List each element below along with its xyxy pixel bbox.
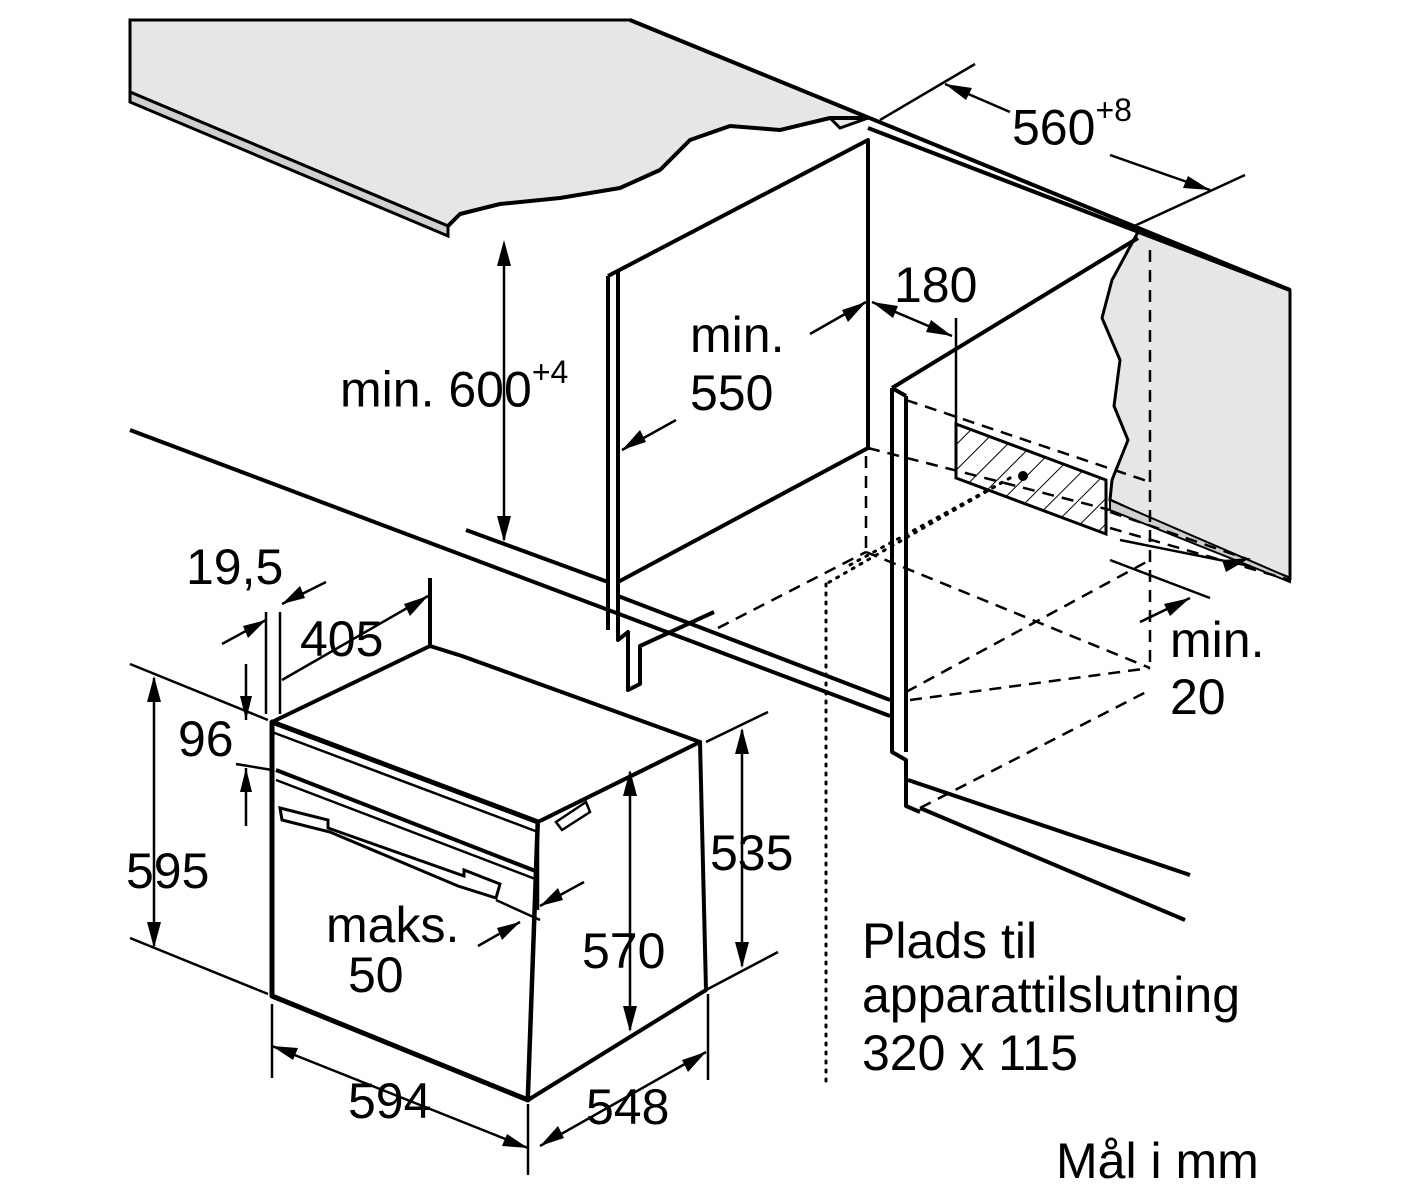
appliance-width-label: 594: [348, 1073, 432, 1129]
cabinet-depth-value: 550: [690, 365, 774, 421]
worktop-right: [1100, 230, 1292, 584]
niche-height-label: min. 600+4: [340, 356, 568, 418]
door-protrusion-prefix: maks.: [326, 897, 460, 953]
niche-width-label: 560+8: [1012, 94, 1132, 156]
top-depth-label: 405: [300, 611, 384, 667]
body-depth-height-label: 570: [582, 923, 666, 979]
oven: [269, 578, 708, 1103]
niche-hidden-lines: [717, 250, 1291, 810]
body-height-label: 535: [710, 825, 794, 881]
connection-box: [954, 318, 1108, 537]
niche-height-tolerance: +4: [531, 354, 569, 390]
connection-offset-label: 180: [894, 257, 978, 313]
niche-width-value: 560: [1012, 99, 1096, 156]
appliance-height-label: 595: [126, 843, 210, 899]
niche-height-value: 600: [448, 361, 532, 418]
connection-space-line1: Plads til: [862, 913, 1038, 969]
appliance-depth-label: 548: [586, 1079, 670, 1135]
niche-outline: [129, 18, 1291, 922]
dimension-lines: [129, 62, 1251, 1175]
connection-space-line3: 320 x 115: [862, 1025, 1078, 1081]
niche-width-tolerance: +8: [1095, 92, 1132, 128]
control-panel-height-label: 96: [178, 711, 234, 767]
connection-dotted-lines: [824, 476, 1012, 1087]
panel-thickness-label: 19,5: [186, 539, 284, 595]
units-note: Mål i mm: [1056, 1133, 1259, 1189]
door-protrusion-value: 50: [348, 947, 404, 1003]
cabinet-depth-prefix: min.: [690, 307, 785, 363]
rear-gap-prefix: min.: [1170, 612, 1265, 668]
rear-gap-value: 20: [1170, 669, 1226, 725]
connection-space-line2: apparattilslutning: [862, 967, 1241, 1023]
worktop: [128, 18, 873, 239]
niche-height-prefix: min.: [340, 361, 435, 418]
